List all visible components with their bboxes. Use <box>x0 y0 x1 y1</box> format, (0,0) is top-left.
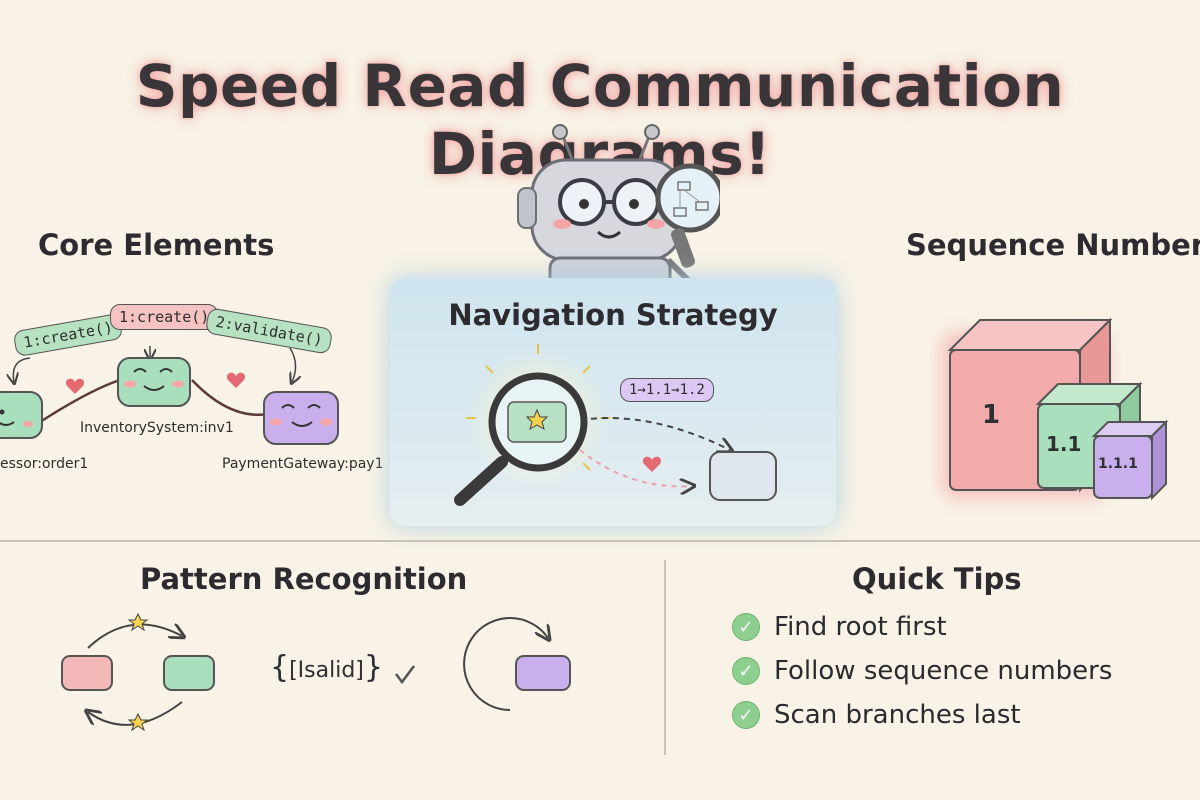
section-divider <box>0 540 1200 542</box>
heart-icon <box>226 372 246 388</box>
pattern-recognition-heading: Pattern Recognition <box>140 562 468 596</box>
object-label: PaymentGateway:pay1 <box>222 456 384 472</box>
tip-text: Find root first <box>774 612 947 642</box>
navigation-diagram <box>454 344 777 506</box>
core-elements-diagram <box>0 346 339 445</box>
tip-text: Follow sequence numbers <box>774 656 1113 686</box>
object-label: essor:order1 <box>0 456 89 472</box>
core-elements-heading: Core Elements <box>38 228 275 262</box>
sequence-path-label: 1→1.1→1.2 <box>620 378 714 402</box>
message-label: 1:create() <box>110 304 219 330</box>
tip-item: ✓ Scan branches last <box>732 700 1021 730</box>
heart-icon <box>642 456 662 472</box>
guard-condition-label: {[Isalid]} <box>270 650 383 685</box>
star-icon <box>127 612 149 632</box>
tip-text: Scan branches last <box>774 700 1021 730</box>
sequence-block-label: 1.1 <box>1046 432 1082 456</box>
heart-icon <box>65 378 85 394</box>
page-title: Speed Read Communication Diagrams! <box>135 52 1065 188</box>
navigation-strategy-heading: Navigation Strategy <box>448 298 778 332</box>
robot-mascot-icon <box>517 124 720 290</box>
star-icon <box>127 712 149 732</box>
sequence-block-label: 1.1.1 <box>1098 456 1138 472</box>
sequence-numbers-heading: Sequence Numbers <box>906 228 1200 262</box>
pattern-diagram <box>61 612 571 732</box>
check-icon: ✓ <box>732 657 760 685</box>
object-label: InventorySystem:inv1 <box>80 420 234 436</box>
quick-tips-heading: Quick Tips <box>852 562 1022 596</box>
tip-item: ✓ Follow sequence numbers <box>732 656 1112 686</box>
section-divider <box>664 560 666 755</box>
guard-text: [Isalid] <box>289 658 364 683</box>
star-icon <box>525 408 549 431</box>
check-icon: ✓ <box>732 701 760 729</box>
tip-item: ✓ Find root first <box>732 612 947 642</box>
sequence-block-label: 1 <box>982 400 1001 430</box>
check-icon: ✓ <box>732 613 760 641</box>
sequence-blocks-diagram <box>940 317 1169 501</box>
check-icon <box>395 665 415 685</box>
